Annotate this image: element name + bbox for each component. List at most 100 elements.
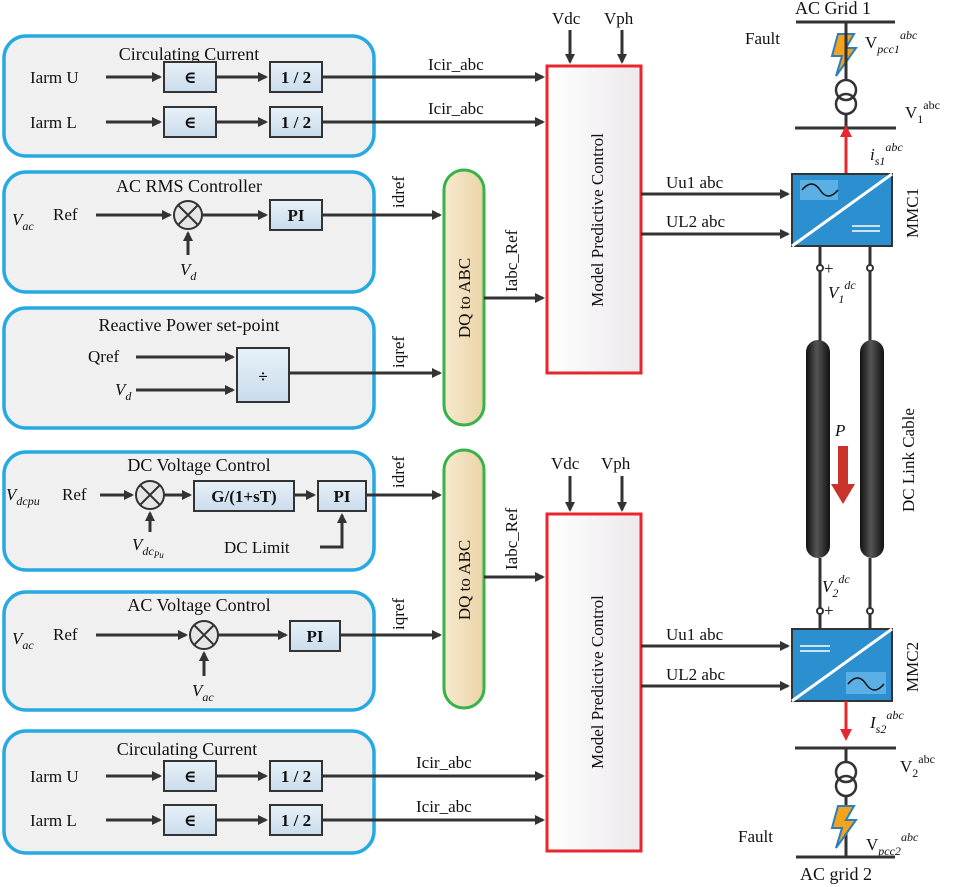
uu1-label-bottom: Uu1 abc — [666, 625, 724, 644]
panel-ac-rms-controller: AC RMS Controller Vac Ref Vd PI — [2, 170, 376, 294]
v2dc-label: V2dc — [822, 572, 850, 600]
dc-cable-conductor-1 — [806, 340, 830, 558]
icir-label-3: Icir_abc — [416, 753, 472, 772]
power-flow-arrow-icon — [831, 446, 855, 504]
abs-op-u: ∈ — [184, 767, 197, 786]
panel-circulating-current-bottom: Circulating Current Iarm U Iarm L ∈ ∈ 1 … — [2, 729, 376, 855]
iqref-label-2: iqref — [389, 598, 408, 630]
half-label-l: 1 / 2 — [281, 811, 311, 830]
vdc-label-top: Vdc — [552, 9, 581, 28]
qref-label: Qref — [88, 347, 119, 366]
panel-title: Circulating Current — [119, 44, 259, 64]
icir-label-2: Icir_abc — [428, 99, 484, 118]
iarm-l-label: Iarm L — [30, 113, 77, 132]
icir-label-1: Icir_abc — [428, 55, 484, 74]
power-label: P — [834, 421, 845, 440]
panel-title: Circulating Current — [117, 739, 257, 759]
pi-label: PI — [307, 627, 324, 646]
pi-label: PI — [288, 206, 305, 225]
icir-label-4: Icir_abc — [416, 797, 472, 816]
abs-block-l — [163, 106, 217, 138]
idref-label-2: idref — [389, 456, 408, 488]
panel-ac-voltage-control: AC Voltage Control Vac Ref Vac PI — [2, 590, 376, 712]
vdcpu-label: Vdcpu — [6, 485, 40, 508]
mmc2-label: MMC2 — [903, 642, 922, 692]
panel-title: DC Voltage Control — [127, 455, 270, 475]
v2-label: V2abc — [900, 752, 935, 780]
pi-block — [289, 620, 341, 652]
mmc2-converter-icon — [791, 627, 893, 703]
plus-sign-2: + — [824, 601, 834, 620]
abs-op-l: ∈ — [184, 811, 197, 830]
dq-to-abc-block-bottom — [442, 448, 486, 710]
vdcpu-fb-label: VdcPu — [132, 535, 164, 560]
is2-label: Is2abc — [869, 708, 904, 736]
dc-cable-conductor-2 — [860, 340, 884, 558]
dc-link-cable-label: DC Link Cable — [899, 408, 918, 512]
divide-block — [236, 347, 290, 403]
abs-op-u: ∈ — [184, 68, 197, 87]
mpc-label-top: Model Predictive Control — [588, 133, 607, 307]
abs-op-l: ∈ — [184, 113, 197, 132]
panel-reactive-power: Reactive Power set-point Qref Vd ÷ — [2, 306, 376, 430]
fault-label-top: Fault — [745, 29, 780, 48]
ul2-label-bottom: UL2 abc — [666, 665, 725, 684]
idref-label-1: idref — [389, 176, 408, 208]
dc-limit-label: DC Limit — [224, 538, 290, 557]
mpc-label-bottom: Model Predictive Control — [588, 595, 607, 769]
mpc-block-top — [545, 64, 643, 375]
vph-label-top: Vph — [604, 9, 634, 28]
vpcc2-label: Vpcc2abc — [866, 830, 919, 858]
panel-dc-voltage-control: DC Voltage Control Vdcpu Ref VdcPu G/(1+… — [2, 450, 376, 572]
ref-label: Ref — [53, 625, 78, 644]
ref-label: Ref — [62, 485, 87, 504]
vac-label: Vac — [12, 210, 34, 233]
vac-label: Vac — [12, 629, 34, 652]
panel-frame — [2, 590, 376, 712]
mpc-block-bottom — [545, 512, 643, 853]
ref-label: Ref — [53, 205, 78, 224]
transformer-icon-bottom — [834, 760, 858, 798]
dq-to-abc-label-top: DQ to ABC — [455, 258, 474, 338]
panel-title: AC Voltage Control — [127, 595, 270, 615]
vph-label-bottom: Vph — [601, 454, 631, 473]
fault-label-bottom: Fault — [738, 827, 773, 846]
mmc1-converter-icon — [791, 172, 893, 248]
iqref-label-1: iqref — [389, 336, 408, 368]
vd-label: Vd — [115, 380, 132, 403]
half-block-l — [269, 804, 323, 836]
pi-block — [317, 480, 367, 512]
dq-to-abc-label-bottom: DQ to ABC — [455, 540, 474, 620]
iarm-u-label: Iarm U — [30, 68, 79, 87]
half-label-u: 1 / 2 — [281, 767, 311, 786]
pi-label: PI — [334, 487, 351, 506]
iarm-u-label: Iarm U — [30, 767, 79, 786]
v1-label: V1abc — [905, 98, 940, 126]
ul2-label-top: UL2 abc — [666, 212, 725, 231]
panel-title: AC RMS Controller — [116, 176, 262, 196]
transformer-icon-top — [834, 78, 858, 116]
divide-op: ÷ — [258, 367, 267, 386]
transfer-function-label: G/(1+sT) — [211, 487, 276, 506]
ac-grid-2-label: AC grid 2 — [800, 864, 872, 884]
is1-label: is1abc — [870, 140, 903, 168]
vac-fb-label: Vac — [192, 681, 214, 704]
iabc-ref-label-1: Iabc_Ref — [502, 229, 521, 292]
half-label-l: 1 / 2 — [281, 113, 311, 132]
mmc1-label: MMC1 — [903, 188, 922, 238]
iarm-l-label: Iarm L — [30, 811, 77, 830]
ac-grid-1-label: AC Grid 1 — [795, 0, 871, 18]
panel-circulating-current-top: Circulating Current Iarm U Iarm L ∈ ∈ 1 … — [2, 34, 376, 158]
v1dc-label: V1dc — [828, 278, 856, 306]
vdc-label-bottom: Vdc — [551, 454, 580, 473]
fault-lightning-icon-top — [830, 33, 858, 77]
iabc-ref-label-2: Iabc_Ref — [502, 507, 521, 570]
abs-block-l — [163, 804, 217, 836]
half-label-u: 1 / 2 — [281, 68, 311, 87]
vpcc1-label: Vpcc1abc — [865, 28, 918, 56]
vd-label: Vd — [180, 260, 197, 283]
uu1-label-top: Uu1 abc — [666, 173, 724, 192]
half-block-u — [269, 61, 323, 93]
plus-sign-1: + — [824, 259, 834, 278]
